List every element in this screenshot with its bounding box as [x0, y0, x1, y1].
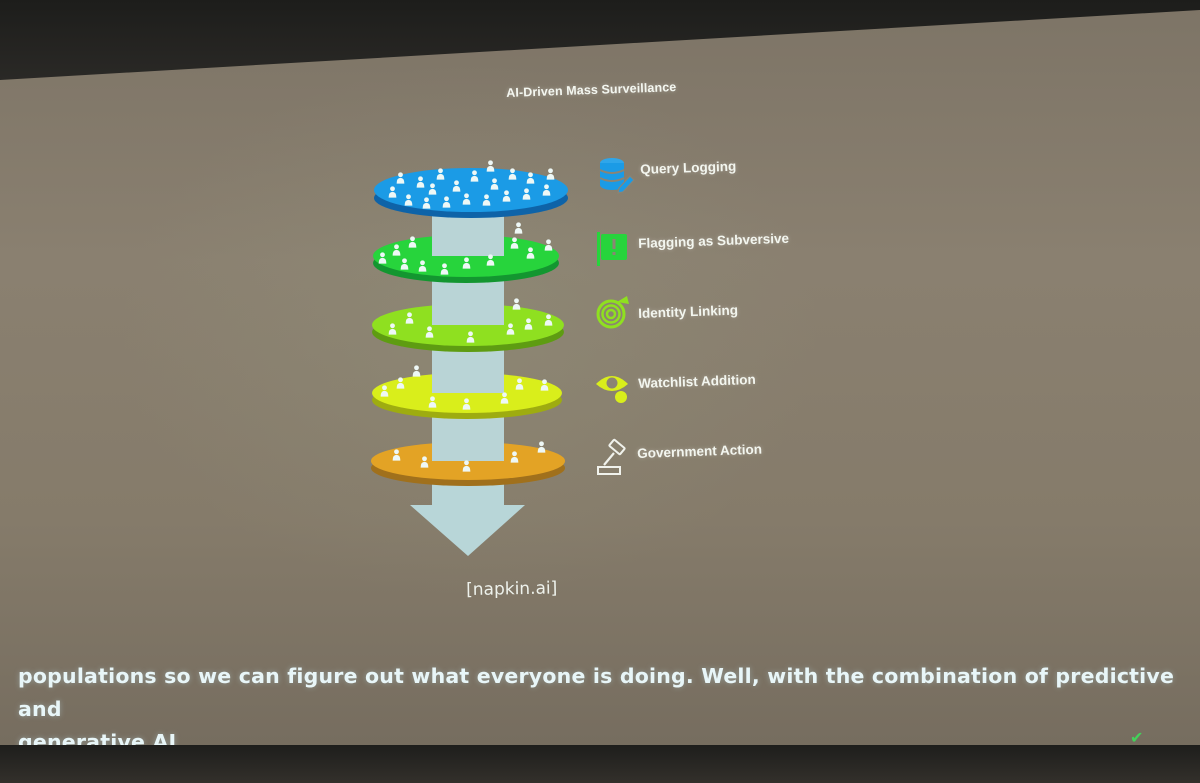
projection-screen — [0, 10, 1200, 745]
tier-4-platform — [372, 365, 562, 419]
check-icon: ✔ — [1130, 728, 1144, 747]
source-credit: [napkin.ai] — [466, 578, 558, 600]
fingerprint-icon — [596, 296, 629, 329]
down-arrow — [410, 475, 525, 556]
database-icon — [599, 158, 635, 194]
tier-3-platform — [372, 290, 564, 352]
tier-1-platform — [374, 160, 568, 218]
live-caption: populations so we can figure out what ev… — [18, 660, 1178, 759]
flag-icon — [597, 232, 627, 266]
caption-line-1: populations so we can figure out what ev… — [18, 664, 1175, 721]
gavel-icon — [597, 438, 626, 475]
surveillance-funnel-diagram — [371, 158, 635, 556]
eye-icon — [596, 376, 628, 403]
tier-5-platform — [371, 440, 565, 486]
tier-2-platform — [373, 215, 559, 283]
screen-glow — [0, 10, 1200, 745]
floor-area — [0, 745, 1200, 783]
